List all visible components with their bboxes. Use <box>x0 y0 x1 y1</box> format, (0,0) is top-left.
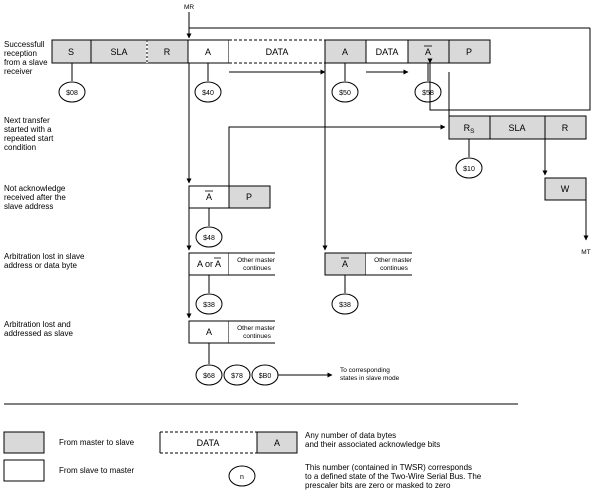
legend-state-desc: This number (contained in TWSR) correspo… <box>305 463 483 490</box>
state-circle <box>455 157 483 179</box>
stop-field <box>228 185 271 209</box>
state-code: $40 <box>202 90 214 97</box>
sla-label: SLA <box>110 47 127 57</box>
data-label-2: DATA <box>376 47 399 57</box>
master-nack-label: A <box>425 47 431 57</box>
state-circle <box>223 364 251 386</box>
mt-label: MT <box>581 249 590 256</box>
legend-ack-box <box>256 431 298 454</box>
legend-master-text: From master to slave <box>59 438 135 447</box>
write-bit-field <box>544 177 587 201</box>
start-label: S <box>68 47 74 57</box>
state-code: $38 <box>203 302 215 309</box>
state-code: $08 <box>66 90 78 97</box>
arb-ack-label-2: A <box>342 259 348 269</box>
state-code: $78 <box>231 373 243 380</box>
legend-state-symbol: n <box>240 474 244 481</box>
read-bit-field <box>544 115 587 140</box>
row1-description: Successfull reception from a slave recei… <box>4 40 50 76</box>
state-code: $58 <box>422 90 434 97</box>
row2-frame: RS SLA R <box>448 115 587 140</box>
other-master-text: Other master continues <box>374 257 414 272</box>
state-circle <box>195 364 223 386</box>
row3-description: Not acknowledge received after the slave… <box>4 184 68 211</box>
legend-ack-label: A <box>274 438 280 448</box>
state-circle <box>331 81 359 103</box>
legend-state-circle <box>228 465 256 487</box>
row5-description: Arbitration lost and addressed as slave <box>4 320 73 338</box>
state-circle <box>331 293 359 315</box>
arb-ack-label: A or A <box>197 259 221 269</box>
slave-ack-label: A <box>205 47 211 57</box>
row1-frame: S SLA R A DATA A DATA A P <box>51 39 491 64</box>
legend-master-swatch <box>3 431 45 454</box>
other-master-text: Other master continues <box>237 325 277 340</box>
legend-data-desc: Any number of data bytes and their assoc… <box>305 431 440 449</box>
legend-data-label: DATA <box>197 438 220 448</box>
other-master-box <box>366 253 412 275</box>
state-code: $10 <box>463 166 475 173</box>
state-circle <box>414 81 442 103</box>
row4-description: Arbitration lost in slave address or dat… <box>4 252 87 270</box>
other-master-box <box>229 321 275 343</box>
read-bit-label: R <box>562 123 569 133</box>
state-circle <box>195 293 223 315</box>
repeat-loop-line <box>429 28 591 111</box>
state-code: $B0 <box>259 373 272 380</box>
repeat-connector <box>228 124 446 187</box>
legend-slave-swatch <box>3 459 45 482</box>
mr-label: MR <box>184 4 194 11</box>
data-label-1: DATA <box>266 47 289 57</box>
state-circle <box>195 226 223 248</box>
state-circle <box>194 81 222 103</box>
write-bit-label: W <box>561 184 570 194</box>
stop-label: P <box>466 47 472 57</box>
repeated-start-label: RS <box>464 123 476 135</box>
legend-slave-text: From slave to master <box>59 466 134 475</box>
state-code: $50 <box>339 90 351 97</box>
other-master-text: Other master continues <box>237 257 277 272</box>
state-code: $68 <box>203 373 215 380</box>
legend-data-box <box>160 432 257 453</box>
row2-description: Next transfer started with a repeated st… <box>4 116 56 152</box>
not-ack-label: A <box>206 192 212 202</box>
sla-label: SLA <box>508 123 525 133</box>
master-ack-label: A <box>342 47 348 57</box>
stop-label: P <box>246 192 252 202</box>
state-code: $38 <box>339 302 351 309</box>
addressed-ack-label: A <box>206 327 212 337</box>
slave-mode-note: To corresponding states in slave mode <box>340 367 400 382</box>
stop-field <box>448 39 491 64</box>
state-code: $48 <box>203 235 215 242</box>
read-bit-label: R <box>164 47 171 57</box>
data-field-1 <box>229 40 325 63</box>
other-master-box <box>229 253 275 275</box>
state-circle <box>58 81 86 103</box>
